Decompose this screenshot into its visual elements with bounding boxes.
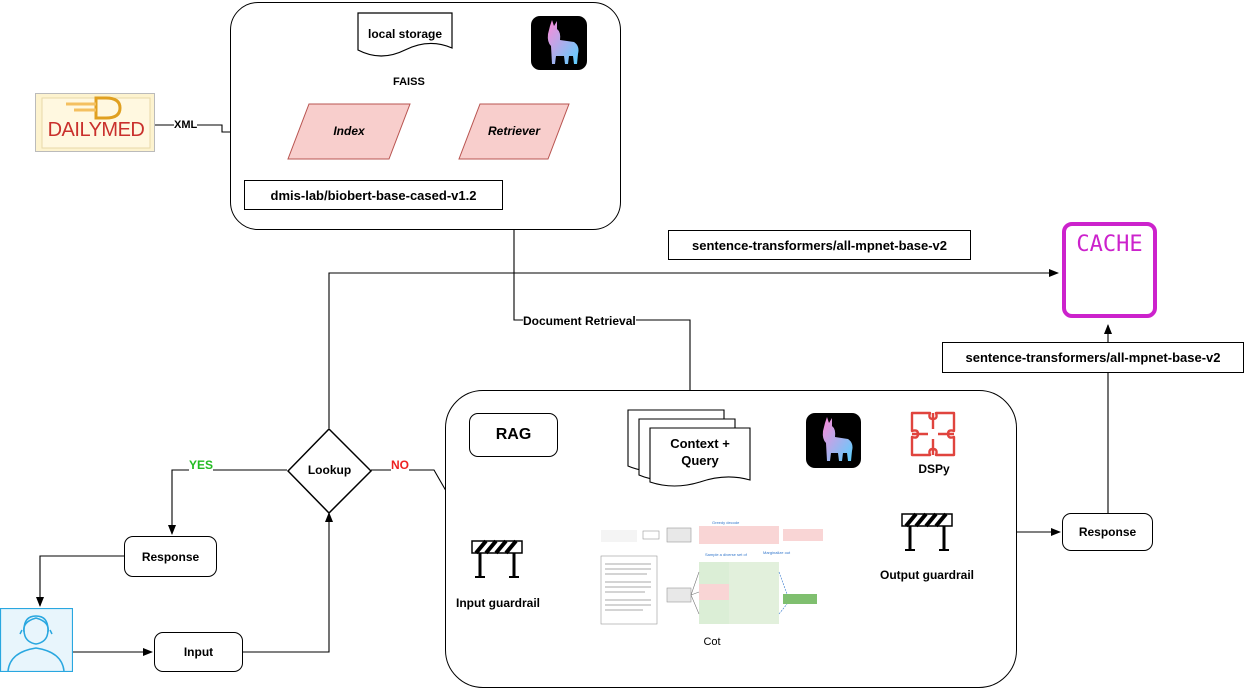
embedding-model-right-box: sentence-transformers/all-mpnet-base-v2 xyxy=(942,342,1244,373)
left-response-box: Response xyxy=(124,536,217,577)
input-guardrail-label: Input guardrail xyxy=(456,596,540,610)
retriever-label: Retriever xyxy=(487,124,541,138)
cot-label: Cot xyxy=(703,636,721,648)
xml-label: XML xyxy=(174,118,198,132)
retriever-shape xyxy=(458,103,570,160)
index-label: Index xyxy=(333,124,365,138)
context-label-line1: Context + xyxy=(670,436,730,451)
context-query-label: Context + Query xyxy=(650,435,750,469)
svg-text:Greedy decode: Greedy decode xyxy=(712,520,740,525)
lookup-label: Lookup xyxy=(307,463,352,477)
edge-response-user xyxy=(36,555,125,607)
input-guardrail-icon xyxy=(471,539,523,578)
edge-input-lookup xyxy=(243,512,333,653)
dspy-label: DSPy xyxy=(918,462,950,476)
output-guardrail-icon xyxy=(901,512,953,551)
embedding-model-top-box: sentence-transformers/all-mpnet-base-v2 xyxy=(668,230,971,260)
cache-label: CACHE xyxy=(1076,232,1143,257)
local-storage-label: local storage xyxy=(367,27,443,41)
dailymed-logo: DAILYMED xyxy=(35,93,155,152)
document-retrieval-label: Document Retrieval xyxy=(523,314,636,328)
dspy-puzzle-icon xyxy=(910,411,956,457)
cot-figure: Greedy decode Sample a diverse set of Ma… xyxy=(597,516,827,628)
biobert-model-box: dmis-lab/biobert-base-cased-v1.2 xyxy=(244,180,503,210)
faiss-label: FAISS xyxy=(393,75,425,89)
index-shape xyxy=(287,103,411,160)
svg-text:Marginalize out: Marginalize out xyxy=(763,550,791,555)
user-icon xyxy=(0,608,73,672)
context-label-line2: Query xyxy=(681,453,719,468)
input-box[interactable]: Input xyxy=(154,632,243,672)
local-storage-shape xyxy=(357,12,453,57)
no-label: NO xyxy=(391,458,409,472)
right-response-box: Response xyxy=(1062,513,1153,551)
llama-icon xyxy=(531,16,587,70)
cache-box: CACHE xyxy=(1062,222,1157,318)
edge-lookup-cache xyxy=(328,269,1059,428)
dailymed-mark-icon xyxy=(41,96,151,149)
rag-title-box: RAG xyxy=(469,413,558,457)
lookup-diamond xyxy=(287,428,372,514)
dailymed-text: DAILYMED xyxy=(47,119,145,141)
yes-label: YES xyxy=(189,458,214,472)
llama-icon-rag xyxy=(806,413,861,468)
svg-text:Sample a diverse set of: Sample a diverse set of xyxy=(705,552,748,557)
context-query-shape xyxy=(627,409,751,487)
edge-yes xyxy=(168,469,287,535)
output-guardrail-label: Output guardrail xyxy=(880,568,974,582)
